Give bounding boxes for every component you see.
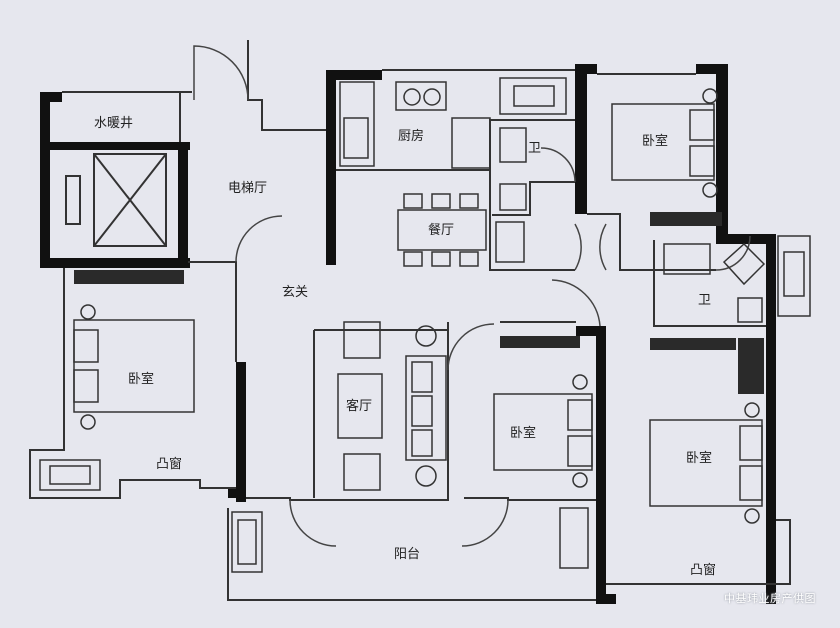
partition-lines (29, 40, 791, 601)
top-right-bedroom-bed (611, 88, 718, 198)
label-elevator-hall: 电梯厅 (228, 181, 267, 196)
label-balcony: 阳台 (394, 547, 420, 562)
label-bathroom-top: 卫 (528, 141, 541, 156)
label-bedroom-top-right: 卧室 (642, 133, 668, 149)
top-bathroom-fixtures (495, 77, 567, 263)
label-living-room: 客厅 (346, 398, 372, 414)
label-bay-window-left: 凸窗 (156, 456, 182, 472)
label-bedroom-middle: 卧室 (510, 425, 536, 441)
label-dining: 餐厅 (428, 222, 454, 238)
label-bedroom-bottom-right: 卧室 (686, 450, 712, 466)
right-bathroom-fixtures (663, 235, 811, 323)
load-bearing-walls (40, 64, 776, 604)
image-credit: 中基玮业房产供图 (724, 592, 816, 605)
door-swings (193, 45, 751, 547)
label-foyer: 玄关 (282, 285, 308, 300)
label-kitchen: 厨房 (398, 128, 424, 144)
balcony-laundry (231, 511, 263, 573)
label-bay-window-right: 凸窗 (690, 562, 716, 578)
label-bedroom-left: 卧室 (128, 371, 154, 387)
kitchen-fixtures (339, 81, 491, 169)
label-water-heating-shaft: 水暖井 (94, 116, 133, 131)
living-room-furniture (337, 321, 447, 491)
label-bathroom-right: 卫 (698, 293, 711, 308)
bottom-right-bedroom-bed (649, 402, 763, 524)
middle-bedroom-bed (493, 374, 593, 569)
left-bedroom-bed (39, 304, 195, 491)
wardrobes (74, 212, 764, 394)
room-labels: 水暖井 电梯厅 厨房 卫 卧室 餐厅 玄关 卫 卧室 客厅 卧室 卧室 凸窗 凸… (94, 116, 716, 578)
elevator-shaft (65, 153, 167, 247)
dining-table (397, 193, 487, 267)
